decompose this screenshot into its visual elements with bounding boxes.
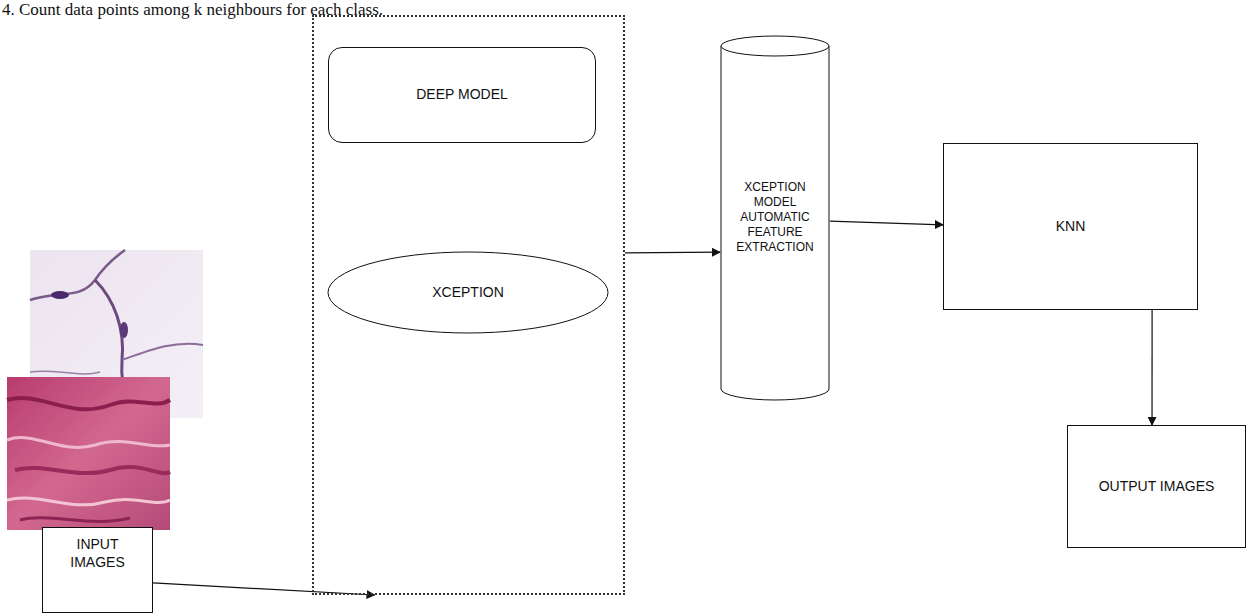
classifier-box: KNN [943,143,1198,310]
node-text: OUTPUT IMAGES [1099,478,1215,496]
process-box: DEEP MODEL [328,47,596,143]
model-ellipse: XCEPTION [327,251,609,334]
feature-cylinder: XCEPTION MODEL AUTOMATIC FEATURE EXTRACT… [720,35,830,400]
arrow-connector [625,252,720,254]
input-box: INPUT IMAGES [42,527,153,613]
output-box: OUTPUT IMAGES [1067,425,1246,548]
model-group: DEEP MODEL XCEPTION [312,15,625,595]
arrow-connector [1151,310,1152,425]
tissue-image-dark [7,377,170,530]
node-text: INPUT IMAGES [49,536,146,571]
node-text: DEEP MODEL [416,86,508,104]
note-text: 4. Count data points among k neighbours … [2,0,383,20]
node-text: XCEPTION [432,284,504,302]
node-text: KNN [1056,218,1086,236]
node-text: XCEPTION MODEL AUTOMATIC FEATURE EXTRACT… [726,180,824,255]
arrow-connector [830,221,943,225]
